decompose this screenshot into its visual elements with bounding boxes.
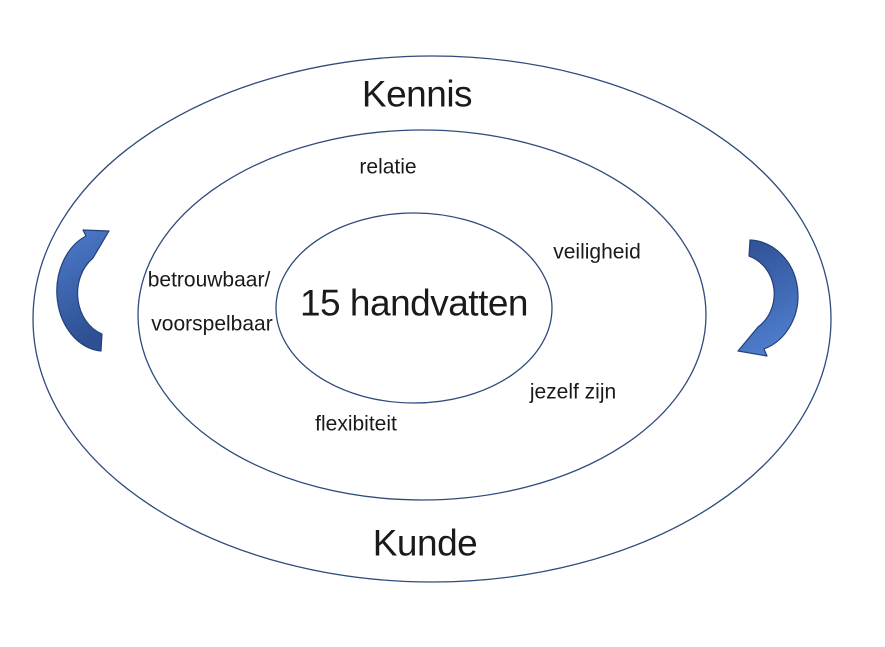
label-relatie: relatie (359, 155, 417, 179)
label-center-15-handvatten: 15 handvatten (299, 282, 529, 324)
label-kunde: Kunde (372, 522, 478, 564)
inner-ellipse (275, 212, 553, 404)
outer-ellipse (32, 55, 832, 583)
label-voorspelbaar: voorspelbaar (151, 312, 273, 336)
label-betrouwbaar: betrouwbaar/ (147, 268, 271, 292)
curved-arrow-left-icon (56, 229, 110, 352)
label-veiligheid: veiligheid (553, 240, 641, 264)
label-jezelf-zijn: jezelf zijn (529, 380, 617, 404)
curved-arrow-right-icon (737, 239, 799, 357)
middle-ellipse (137, 129, 707, 501)
label-kennis: Kennis (361, 73, 473, 115)
label-flexibiteit: flexibiteit (315, 412, 397, 436)
